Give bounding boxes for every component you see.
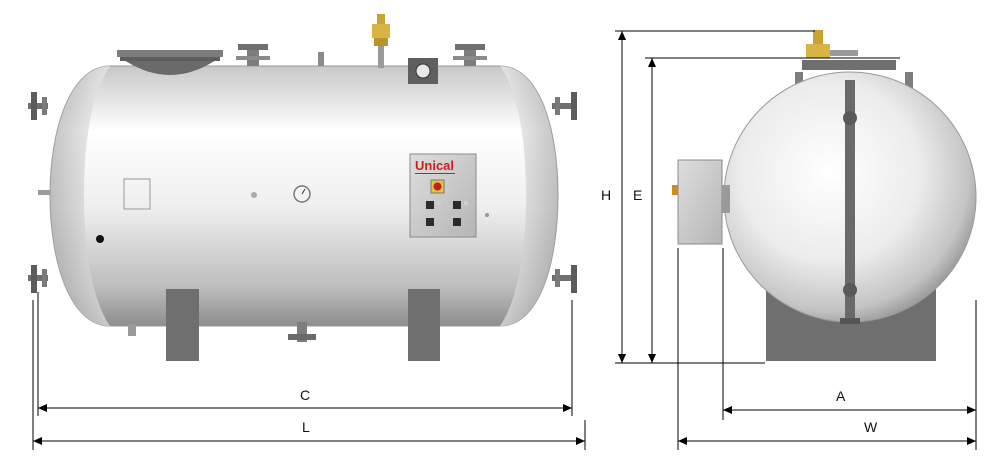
side-view-tank: Unical — [28, 14, 577, 361]
end-view-tank — [672, 30, 977, 361]
drain-plug — [96, 235, 104, 243]
end-view-safety-valve — [806, 30, 858, 58]
thermometer-mount — [408, 58, 438, 84]
small-sensor — [485, 213, 489, 217]
brand-logo: Unical — [415, 158, 454, 173]
end-view-flange-top — [843, 111, 857, 125]
right-dished-end — [500, 66, 558, 326]
dimension-label-e: E — [633, 187, 642, 203]
right-nozzle-bottom — [552, 265, 577, 293]
top-flange-2 — [453, 44, 487, 66]
left-small-nozzle — [38, 190, 50, 195]
left-dished-end — [50, 66, 110, 326]
panel-switch-1 — [426, 201, 434, 209]
panel-indicator-1 — [437, 201, 441, 205]
dimension-label-h: H — [601, 187, 611, 203]
end-view-control-panel — [672, 159, 730, 245]
pressure-gauge — [293, 185, 311, 203]
emergency-switch-knob — [433, 182, 442, 191]
end-view-flange-bottom — [843, 283, 857, 297]
safety-valve — [372, 14, 390, 68]
dimension-label-c: C — [300, 387, 310, 403]
right-nozzle-top — [552, 92, 577, 120]
small-fitting — [251, 192, 257, 198]
panel-indicator-2 — [464, 201, 468, 205]
dimension-label-l: L — [302, 419, 310, 435]
panel-switch-2 — [453, 201, 461, 209]
logo-underline — [415, 173, 455, 174]
dimension-lines — [32, 30, 977, 450]
dimension-label-a: A — [836, 388, 846, 404]
end-view-top-flanges — [795, 60, 913, 92]
left-nozzle-top — [28, 92, 48, 120]
panel-switch-3 — [426, 218, 434, 226]
control-panel: Unical — [409, 153, 477, 238]
top-flange-1 — [236, 44, 270, 66]
dimension-label-w: W — [864, 419, 878, 435]
dimension-arrowheads — [33, 31, 976, 445]
left-nozzle-bottom — [28, 265, 48, 293]
panel-switch-4 — [453, 218, 461, 226]
top-small-pipe — [318, 52, 324, 66]
end-view-vertical-pipe — [845, 80, 855, 324]
bottom-small-pipe — [128, 324, 136, 336]
manhole-flange — [117, 50, 223, 75]
bottom-outlet — [288, 322, 316, 342]
right-saddle — [408, 289, 440, 361]
left-saddle — [166, 289, 199, 361]
inspection-hatch — [123, 178, 151, 210]
end-view-pipe-base — [840, 318, 860, 324]
